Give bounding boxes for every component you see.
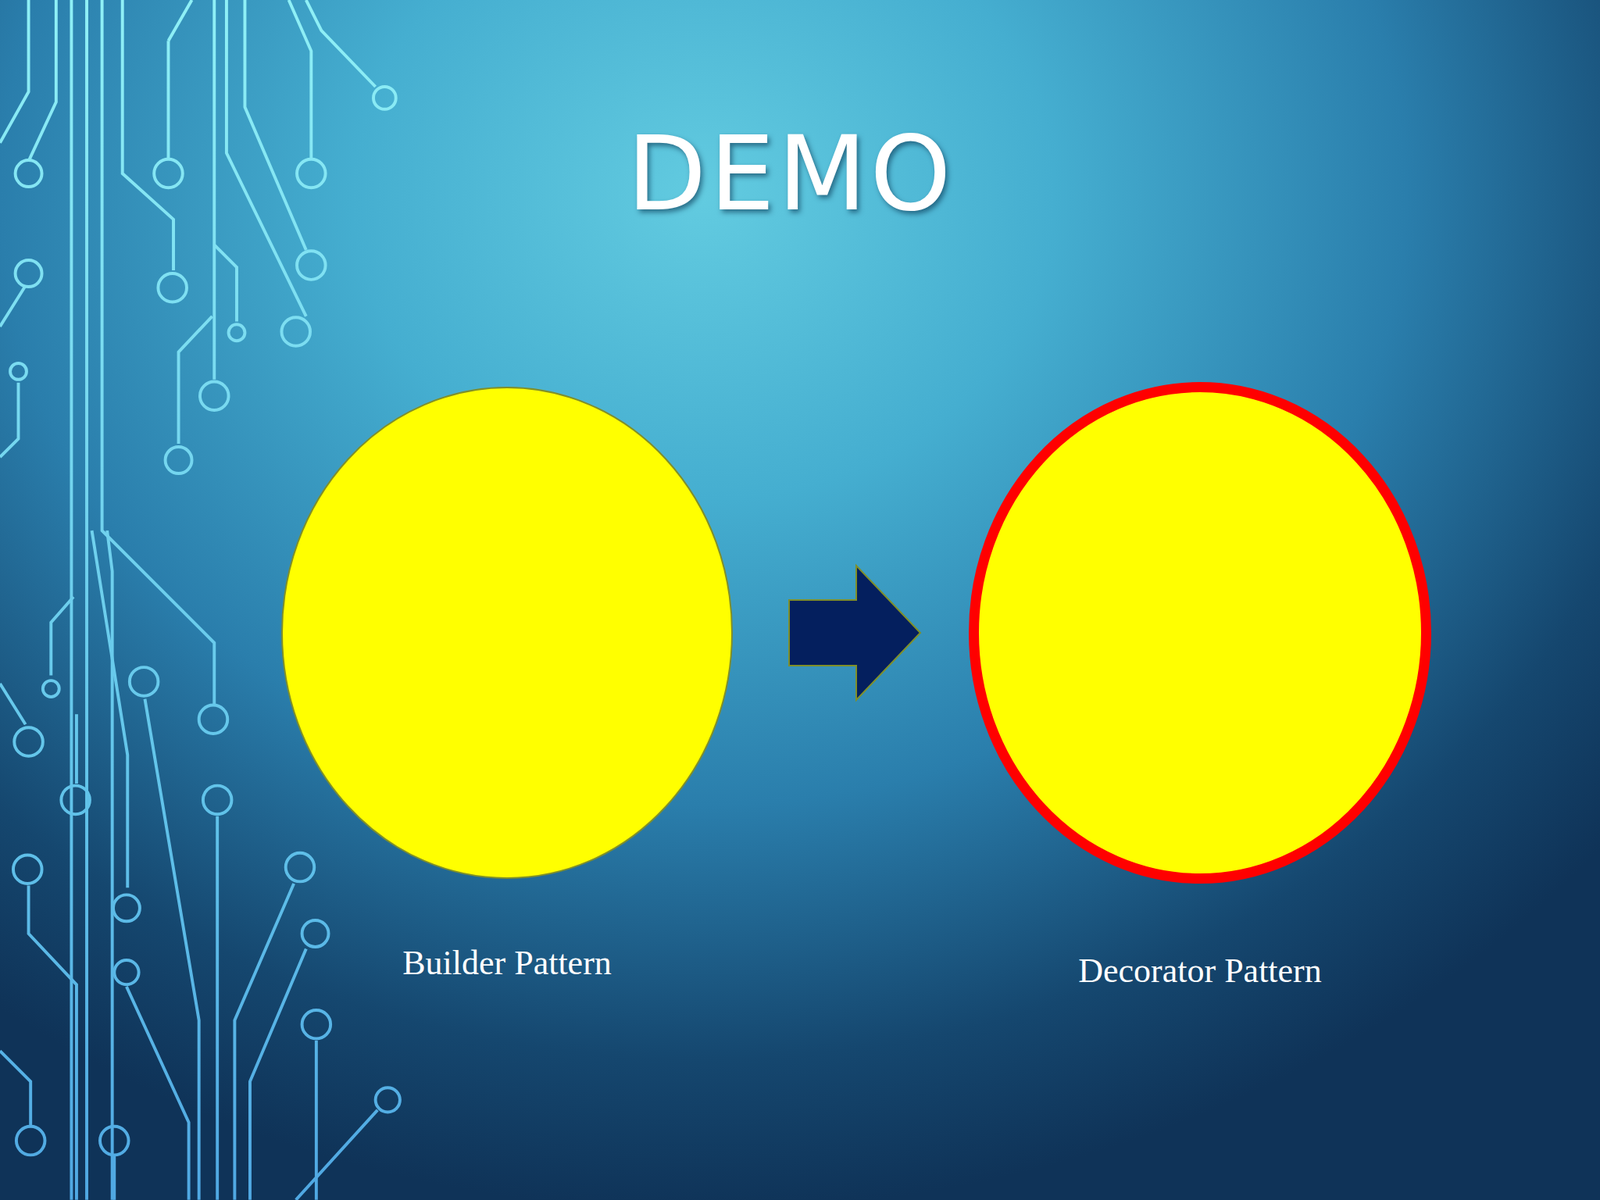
circle-outline — [282, 387, 733, 879]
decorator-circle: Decorator Pattern — [968, 382, 1432, 884]
slide-title: DEMO — [627, 117, 955, 231]
block-arrow — [789, 565, 921, 700]
circle-outline — [974, 387, 1427, 879]
builder-circle: Builder Pattern — [281, 386, 733, 879]
pattern-label: Builder Pattern — [402, 942, 612, 985]
circle-shape — [281, 386, 733, 879]
pattern-label: Decorator Pattern — [1078, 950, 1322, 993]
circle-shape — [968, 382, 1432, 884]
